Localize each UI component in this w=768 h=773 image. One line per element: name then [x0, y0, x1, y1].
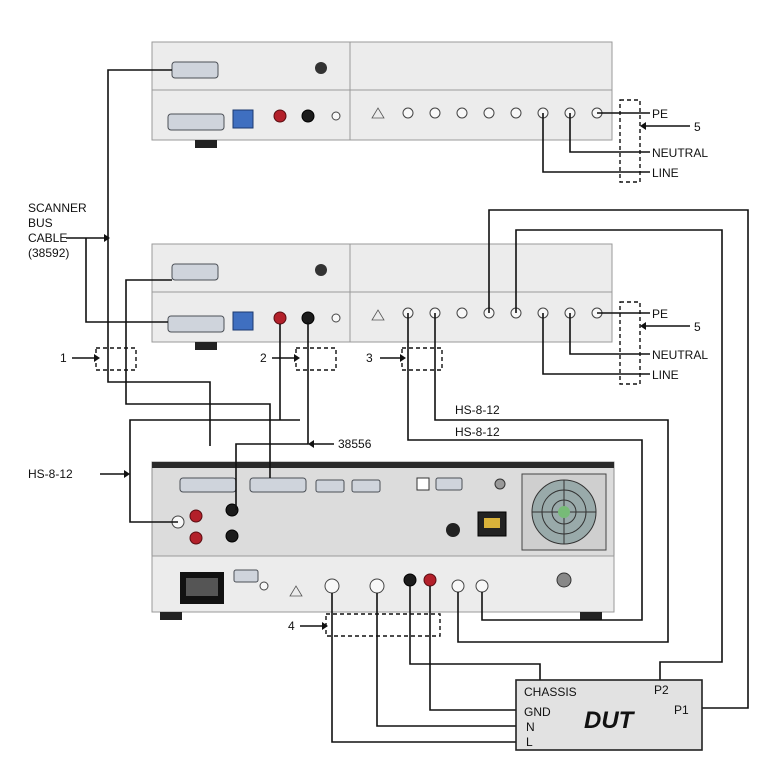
ref-4-label: 4: [288, 619, 295, 633]
dut-output-jack-icon: [369, 578, 385, 594]
hs-cable-label-left: HS-8-12: [28, 467, 73, 481]
red-jack-icon: [273, 311, 287, 325]
caution-icon: [289, 585, 303, 597]
md-circuit-jack-icon: [556, 572, 572, 588]
scanner-bus-label-line4: (38592): [28, 246, 69, 260]
usb-port-icon: [416, 477, 430, 491]
black-jack-icon: [301, 109, 315, 123]
external-jack-icon: [259, 581, 269, 591]
ref-5-label-middle: 5: [694, 320, 701, 334]
dip-switch-icon: [232, 109, 254, 129]
red-jack-icon: [189, 509, 203, 523]
ref-1-label: 1: [60, 351, 67, 365]
pe-label-top: PE: [652, 107, 668, 121]
dut-p1-label: P1: [674, 703, 689, 717]
neutral-label-middle: NEUTRAL: [652, 348, 708, 362]
scanner-bus-input-connector: [171, 61, 219, 79]
rs232-connector: [435, 477, 463, 491]
dut-n-label: N: [526, 720, 535, 734]
dut-chassis-label: CHASSIS: [524, 685, 577, 699]
scanner-bus-output-connector: [167, 315, 225, 333]
red-jack-icon: [273, 109, 287, 123]
top-knob-icon: [315, 62, 327, 74]
caution-icon: [371, 107, 385, 119]
ref-box-2: [295, 347, 337, 371]
top-output-jacks: [402, 107, 603, 119]
case-jack-icon: [403, 573, 417, 587]
ref-2-label: 2: [260, 351, 267, 365]
arrows: [66, 122, 690, 630]
black-jack-icon: [225, 529, 239, 543]
dip-switch-icon: [232, 311, 254, 331]
signal-output-connector: [315, 479, 345, 493]
dut-gnd-label: GND: [524, 705, 551, 719]
neutral-label-top: NEUTRAL: [652, 146, 708, 160]
small-jack-icon: [331, 313, 341, 323]
foot-icon: [580, 612, 602, 620]
remote-output-connector: [233, 569, 259, 583]
foot-icon: [195, 140, 217, 148]
pe-output-jack-icon: [324, 578, 340, 594]
ref-3-label: 3: [366, 351, 373, 365]
hs-cable-label-2: HS-8-12: [455, 425, 500, 439]
power-switch-icon: [446, 523, 460, 537]
top-scanner-unit: [151, 41, 613, 148]
gnd-jack-icon: [423, 573, 437, 587]
ref-box-5-top: [619, 99, 641, 183]
probe-hi-jack-icon: [451, 579, 465, 593]
ref-box-5-middle: [619, 301, 641, 385]
scanner-bus-input-connector: [171, 263, 219, 281]
red-jack-icon: [189, 531, 203, 545]
dut-title: DUT: [584, 707, 636, 734]
scanner-bus-output-connector: [167, 113, 225, 131]
pe-label-middle: PE: [652, 307, 668, 321]
foot-icon: [195, 342, 217, 350]
scanner-bus-label-line3: CABLE: [28, 231, 67, 245]
dut-p2-label: P2: [654, 683, 669, 697]
scanner-bus-label-line2: BUS: [28, 216, 53, 230]
middle-knob-icon: [315, 264, 327, 276]
fan-icon: [521, 473, 607, 551]
black-jack-icon: [225, 503, 239, 517]
gpib-port-icon: [494, 478, 506, 490]
foot-icon: [160, 612, 182, 620]
probe-lo-jack-icon: [475, 579, 489, 593]
wires: [85, 69, 749, 743]
line-label-middle: LINE: [652, 368, 679, 382]
cable-38556-label: 38556: [338, 437, 372, 451]
signal-input-connector: [351, 479, 381, 493]
scanner-bus-label-line1: SCANNER: [28, 201, 87, 215]
hs-cable-label-1: HS-8-12: [455, 403, 500, 417]
dut-box: CHASSIS P2 GND DUT P1 N L: [515, 679, 703, 751]
small-jack-icon: [331, 111, 341, 121]
remote-connector-1: [179, 477, 237, 493]
dut-l-label: L: [526, 735, 533, 749]
main-tester-unit: [151, 461, 615, 620]
middle-scanner-unit: [151, 243, 613, 350]
remote-connector-2: [249, 477, 307, 493]
ref-box-4: [325, 613, 441, 637]
caution-icon: [371, 309, 385, 321]
ref-5-label-top: 5: [694, 120, 701, 134]
ref-box-1: [95, 347, 137, 371]
text-labels: SCANNER BUS CABLE (38592) PE 5 NEUTRAL L…: [28, 107, 708, 633]
line-label-top: LINE: [652, 166, 679, 180]
